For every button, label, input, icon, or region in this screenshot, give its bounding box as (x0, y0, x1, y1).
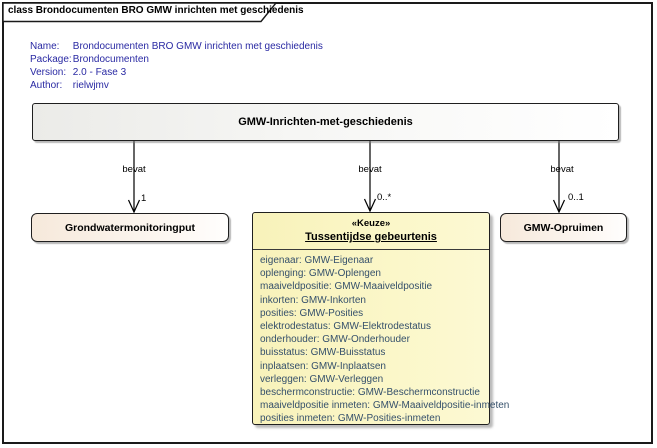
attribute-row: onderhouder: GMW-Onderhouder (260, 334, 410, 346)
attribute-row: oplenging: GMW-Oplengen (260, 268, 381, 280)
attribute-row: maaiveldpositie inmeten: GMW-Maaiveldpos… (260, 400, 510, 412)
property-value: 2.0 - Fase 3 (72, 67, 127, 78)
property-label: Version: (30, 67, 67, 78)
stereotype-label: «Keuze» (351, 218, 391, 229)
association-label: bevat (122, 164, 146, 175)
property-label: Package: (30, 54, 72, 65)
attribute-row: posities: GMW-Posities (260, 307, 364, 319)
multiplicity-label: 1 (141, 193, 147, 204)
attribute-row: maaiveldpositie: GMW-Maaiveldpositie (260, 281, 433, 293)
attribute-row: beschermconstructie: GMW-Beschermconstru… (260, 387, 480, 399)
class-name: Grondwatermonitoringput (64, 221, 196, 234)
attribute-row: eigenaar: GMW-Eigenaar (260, 255, 374, 266)
class-tussentijdse-gebeurtenis[interactable]: «Keuze» Tussentijdse gebeurtenis eigenaa… (252, 212, 510, 426)
class-name: GMW-Inrichten-met-geschiedenis (238, 116, 413, 128)
property-label: Name: (30, 41, 60, 52)
class-gmw-opruimen[interactable]: GMW-Opruimen (500, 213, 627, 242)
property-row: Name: Brondocumenten BRO GMW inrichten m… (30, 41, 323, 52)
association-label: bevat (358, 164, 382, 175)
property-row: Version: 2.0 - Fase 3 (30, 67, 126, 78)
class-name: GMW-Opruimen (523, 221, 604, 234)
attribute-row: verleggen: GMW-Verleggen (260, 373, 384, 385)
property-label: Author: (30, 80, 63, 91)
diagram-frame (2, 2, 653, 444)
multiplicity-label: 0..* (377, 192, 392, 203)
attribute-row: inplaatsen: GMW-Inplaatsen (260, 360, 386, 372)
property-value: rielwjmv (72, 80, 109, 91)
association-label: bevat (550, 164, 574, 175)
diagram-title: class Brondocumenten BRO GMW inrichten m… (8, 5, 304, 16)
multiplicity-label: 0..1 (568, 192, 584, 203)
attribute-row: buisstatus: GMW-Buisstatus (260, 347, 386, 359)
attribute-row: elektrodestatus: GMW-Elektrodestatus (260, 321, 431, 333)
property-row: Package: Brondocumenten (30, 54, 149, 65)
class-header: «Keuze» Tussentijdse gebeurtenis (253, 213, 489, 250)
attribute-list: eigenaar: GMW-Eigenaar oplenging: GMW-Op… (253, 250, 510, 426)
property-row: Author: rielwjmv (30, 80, 109, 91)
attribute-row: inkorten: GMW-Inkorten (260, 294, 366, 306)
property-value: Brondocumenten (72, 54, 149, 65)
property-value: Brondocumenten BRO GMW inrichten met ges… (72, 41, 323, 52)
attribute-row: posities inmeten: GMW-Posities-inmeten (260, 413, 441, 425)
class-grondwatermonitoringput[interactable]: Grondwatermonitoringput (31, 213, 229, 242)
class-gmw-inrichten-met-geschiedenis[interactable]: GMW-Inrichten-met-geschiedenis (32, 103, 619, 141)
class-name: Tussentijdse gebeurtenis (305, 231, 437, 243)
